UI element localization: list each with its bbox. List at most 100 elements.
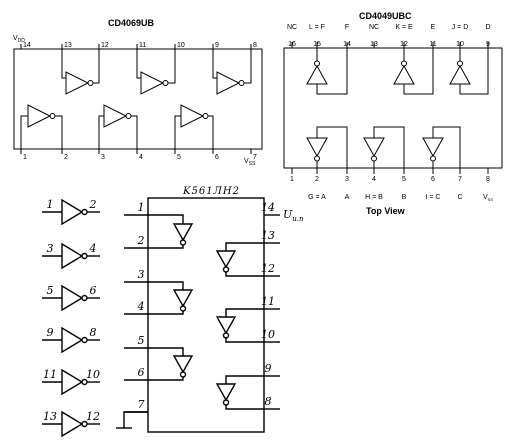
k561-pin-number: 5 bbox=[138, 334, 145, 347]
inverter-gate-icon bbox=[215, 250, 237, 269]
k561-inverter-3-4 bbox=[148, 281, 194, 315]
cd4049-top-view-caption: Top View bbox=[366, 206, 406, 216]
inverter-gate-icon bbox=[172, 355, 194, 374]
inverter-gate-icon bbox=[172, 289, 194, 308]
inverter-gate-icon bbox=[61, 198, 84, 226]
inverter-bubble bbox=[81, 294, 88, 302]
k561-inverter-13-12 bbox=[215, 242, 264, 277]
inverter-gate-icon bbox=[215, 383, 237, 402]
cd4049-signal-label: G = A bbox=[308, 194, 326, 201]
cd4049-signal-label: C bbox=[457, 194, 462, 201]
cd4069-pin-number: 8 bbox=[253, 42, 257, 49]
cd4069-pin-number: 14 bbox=[23, 42, 31, 49]
k561-inverter-5-6 bbox=[148, 347, 194, 381]
cd4049-inverter-7-6 bbox=[422, 126, 461, 168]
inverter-pair-11-10: 11 10 bbox=[42, 368, 100, 396]
cd4069-pin-number: 9 bbox=[215, 42, 219, 49]
k561-pin-number: 9 bbox=[265, 362, 272, 375]
k561-pin-number: 4 bbox=[137, 300, 145, 313]
inverter-output-pin: 10 bbox=[86, 368, 100, 381]
cd4069-inverter-9-8 bbox=[212, 49, 252, 95]
inverter-output-pin: 4 bbox=[89, 242, 97, 255]
cd4069-body bbox=[13, 48, 263, 150]
k561-inverter-11-10 bbox=[215, 308, 264, 343]
cd4049-inverter-14-15 bbox=[306, 48, 348, 95]
cd4049-signal-label: K = E bbox=[395, 24, 413, 31]
k561-pin-number: 3 bbox=[138, 268, 145, 281]
cd4049-signal-label: F bbox=[345, 24, 349, 31]
cd4049-signal-label: H = B bbox=[365, 194, 383, 201]
cd4049-signal-label: E bbox=[431, 24, 436, 31]
cd4069-pin-number: 4 bbox=[139, 154, 143, 161]
k561-pin-number: 8 bbox=[265, 395, 272, 408]
k561-ground-wire bbox=[123, 411, 148, 428]
inverter-gate-icon bbox=[216, 71, 241, 95]
inverter-gate-icon bbox=[61, 284, 84, 312]
cd4069-pin-number: 10 bbox=[177, 42, 185, 49]
cd4069-pin-number: 6 bbox=[215, 154, 219, 161]
k561-pin-number: 6 bbox=[138, 366, 145, 379]
k561-title: K561ЛН2 bbox=[182, 186, 240, 197]
inverter-input-pin: 1 bbox=[47, 198, 54, 211]
cd4049-title: CD4049UBC bbox=[359, 11, 412, 21]
inverter-gate-icon bbox=[363, 137, 385, 158]
inverter-gate-icon bbox=[422, 137, 444, 158]
cd4049-pin-number: 7 bbox=[458, 176, 462, 183]
cd4049-inverter-5-4 bbox=[363, 126, 405, 168]
inverter-input-pin: 11 bbox=[43, 368, 57, 381]
cd4069-inverter-13-12 bbox=[61, 49, 100, 95]
inverter-gate-icon bbox=[61, 242, 84, 270]
k561-pin-number: 1 bbox=[138, 201, 145, 214]
cd4049-pin-number: 6 bbox=[431, 176, 435, 183]
cd4069-title: CD4069UB bbox=[108, 18, 155, 28]
inverter-bubble bbox=[81, 252, 88, 260]
cd4069-vdd-label: VDD bbox=[13, 35, 25, 44]
inverter-output-pin: 12 bbox=[86, 410, 100, 423]
cd4069-pin-number: 2 bbox=[64, 154, 68, 161]
inverter-output-pin: 8 bbox=[90, 326, 97, 339]
cd4069-inverter-1-2 bbox=[20, 104, 63, 149]
cd4049-signal-label: J = D bbox=[452, 24, 469, 31]
cd4049-pin-number: 5 bbox=[402, 176, 406, 183]
cd4049-pin-number: 3 bbox=[345, 176, 349, 183]
cd4069-inverter-5-6 bbox=[174, 104, 214, 149]
inverter-gate-icon bbox=[140, 71, 165, 95]
inverter-output-pin: 2 bbox=[89, 198, 97, 211]
cd4069-inverter-3-4 bbox=[98, 104, 138, 149]
k561-inverter-1-2 bbox=[148, 214, 194, 249]
k561-pin-number: 13 bbox=[261, 229, 275, 242]
k561-pin-number: 2 bbox=[137, 234, 145, 247]
cd4069-pin-number: 3 bbox=[101, 154, 105, 161]
inverter-bubble bbox=[81, 336, 88, 344]
inverter-gate-icon bbox=[172, 223, 194, 242]
cd4049-signal-label: I = C bbox=[426, 194, 441, 201]
inverter-input-pin: 3 bbox=[47, 242, 54, 255]
k561-pin-number: 12 bbox=[261, 262, 275, 275]
cd4049-pin-number: 2 bbox=[315, 176, 319, 183]
k561-pin-number: 10 bbox=[261, 328, 275, 341]
k561-pin-number: 11 bbox=[261, 295, 275, 308]
inverter-gate-icon bbox=[61, 410, 84, 438]
cd4069-pin-number: 5 bbox=[177, 154, 181, 161]
cd4049-signal-label: A bbox=[345, 194, 350, 201]
k561-pin-number: 14 bbox=[261, 201, 275, 214]
inverter-input-pin: 5 bbox=[47, 284, 54, 297]
inverter-gate-icon bbox=[306, 64, 328, 85]
cd4049-pin-number: 8 bbox=[486, 176, 490, 183]
inverter-gate-icon bbox=[215, 316, 237, 335]
k561-supply-label: Uи.п bbox=[283, 208, 304, 223]
cd4069-inverter-11-10 bbox=[136, 49, 176, 95]
cd4069-vss-label: VSS bbox=[244, 158, 256, 167]
inverter-gate-icon bbox=[103, 104, 128, 128]
inverter-gate-icon bbox=[180, 104, 205, 128]
k561-inverter-9-8 bbox=[215, 375, 264, 410]
cd4069-pin-number: 11 bbox=[139, 42, 146, 49]
inverter-gate-icon bbox=[449, 64, 471, 85]
k561-body bbox=[147, 197, 265, 433]
